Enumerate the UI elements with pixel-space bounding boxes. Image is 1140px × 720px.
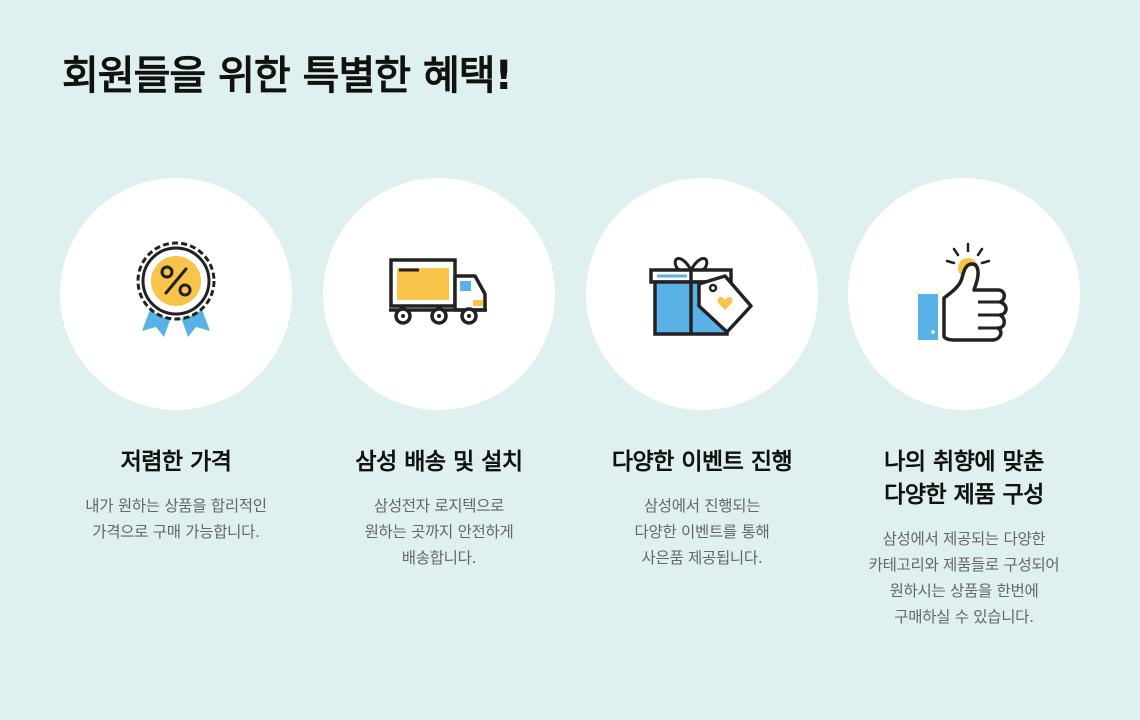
benefit-title-line: 삼성 배송 및 설치 (355, 449, 523, 475)
benefit-desc-line: 삼성에서 진행되는 (643, 497, 761, 515)
gift-box-tag-icon (649, 257, 753, 336)
thumbs-up-icon (918, 242, 1008, 342)
benefit-desc-line: 원하는 곳까지 안전하게 (364, 523, 514, 541)
benefit-icon-circle (848, 178, 1080, 410)
benefit-title: 다양한 이벤트 진행 (571, 446, 833, 479)
benefit-desc-line: 배송합니다. (401, 549, 477, 567)
benefit-title: 나의 취향에 맞춘 다양한 제품 구성 (833, 446, 1095, 512)
benefit-desc-line: 다양한 이벤트를 통해 (634, 523, 770, 541)
benefit-desc-line: 카테고리와 제품들로 구성되어 (868, 556, 1060, 574)
benefit-title-line: 나의 취향에 맞춘 (884, 449, 1044, 475)
benefit-card-events: 다양한 이벤트 진행 삼성에서 진행되는 다양한 이벤트를 통해 사은품 제공됩… (571, 178, 833, 571)
benefit-description: 삼성에서 진행되는 다양한 이벤트를 통해 사은품 제공됩니다. (571, 493, 833, 571)
benefit-title-line: 다양한 제품 구성 (884, 482, 1044, 508)
benefit-icon-circle (60, 178, 292, 410)
benefit-icon-circle (323, 178, 555, 410)
benefit-title: 저렴한 가격 (45, 446, 307, 479)
benefit-card-delivery: 삼성 배송 및 설치 삼성전자 로지텍으로 원하는 곳까지 안전하게 배송합니다… (308, 178, 570, 571)
benefit-desc-line: 내가 원하는 상품을 합리적인 (85, 497, 267, 515)
page-title: 회원들을 위한 특별한 혜택! (62, 53, 513, 99)
benefit-title-line: 저렴한 가격 (120, 449, 232, 475)
benefit-card-curation: 나의 취향에 맞춘 다양한 제품 구성 삼성에서 제공되는 다양한 카테고리와 … (833, 178, 1095, 630)
benefit-icon-circle (586, 178, 818, 410)
benefit-desc-line: 원하시는 상품을 한번에 (889, 582, 1039, 600)
discount-badge-icon (136, 241, 216, 337)
benefit-desc-line: 구매하실 수 있습니다. (894, 608, 1034, 626)
benefit-title: 삼성 배송 및 설치 (308, 446, 570, 479)
benefit-description: 삼성전자 로지텍으로 원하는 곳까지 안전하게 배송합니다. (308, 493, 570, 571)
benefit-card-price: 저렴한 가격 내가 원하는 상품을 합리적인 가격으로 구매 가능합니다. (45, 178, 307, 545)
benefit-description: 삼성에서 제공되는 다양한 카테고리와 제품들로 구성되어 원하시는 상품을 한… (833, 526, 1095, 630)
benefit-description: 내가 원하는 상품을 합리적인 가격으로 구매 가능합니다. (45, 493, 307, 545)
benefit-desc-line: 사은품 제공됩니다. (641, 549, 763, 567)
delivery-truck-icon (389, 258, 487, 325)
benefit-desc-line: 가격으로 구매 가능합니다. (92, 523, 260, 541)
benefit-desc-line: 삼성에서 제공되는 다양한 (882, 530, 1046, 548)
benefit-title-line: 다양한 이벤트 진행 (611, 449, 793, 475)
benefit-desc-line: 삼성전자 로지텍으로 (373, 497, 505, 515)
